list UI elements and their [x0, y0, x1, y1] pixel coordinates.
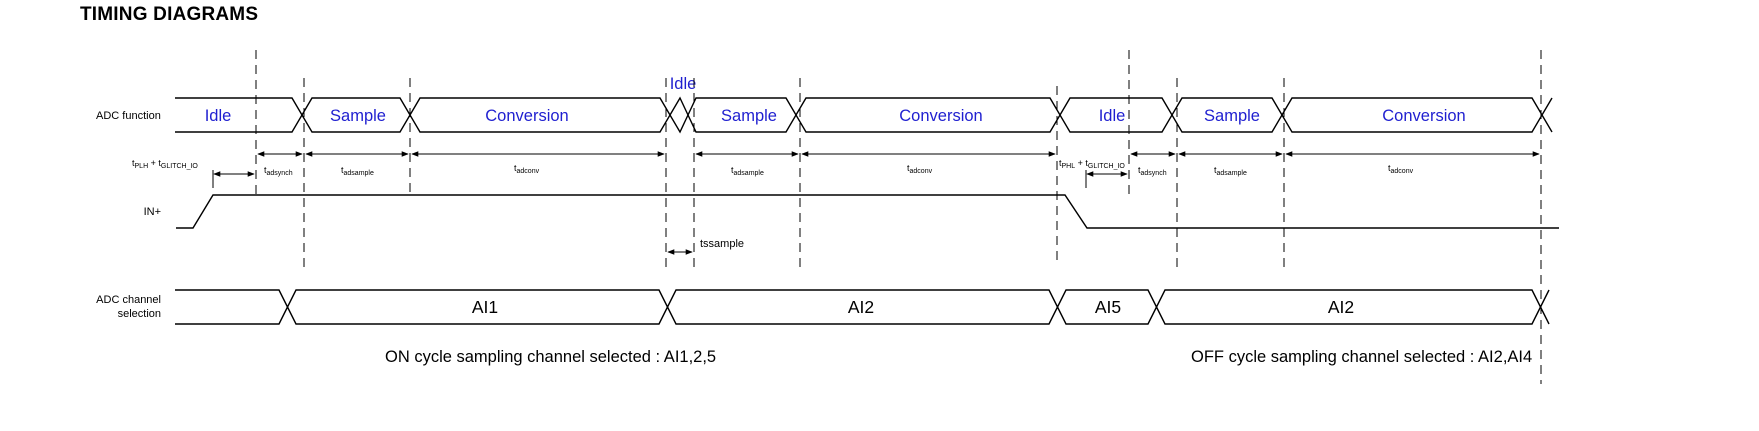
row-label-in-plus: IN+ — [144, 206, 161, 218]
adc-function-bus — [175, 96, 1553, 134]
timing-arrows — [212, 151, 1540, 255]
row-label-adc-channel-2: selection — [118, 308, 161, 320]
label-tplh-glitch: tPLH + tGLITCH_IO — [132, 158, 198, 170]
adc-state-conversion-1: Conversion — [485, 107, 568, 125]
footnote-on-cycle: ON cycle sampling channel selected : AI1… — [385, 348, 716, 366]
channel-ai2-1: AI2 — [848, 297, 874, 317]
label-tadconv-3: tadconv — [1388, 163, 1414, 175]
label-tadconv-2: tadconv — [907, 163, 933, 175]
channel-ai1: AI1 — [472, 297, 498, 317]
adc-state-idle-3: Idle — [1099, 107, 1126, 125]
adc-state-conversion-3: Conversion — [1382, 107, 1465, 125]
channel-ai2-2: AI2 — [1328, 297, 1354, 317]
adc-channel-bus — [175, 289, 1550, 325]
row-label-adc-function: ADC function — [96, 110, 161, 122]
label-tadsample-2: tadsample — [731, 165, 764, 177]
adc-state-idle-2: Idle — [670, 75, 697, 93]
row-label-adc-channel-1: ADC channel — [96, 294, 161, 306]
in-plus-waveform — [176, 194, 1559, 229]
channel-ai5: AI5 — [1095, 297, 1121, 317]
label-tadsynch-1: tadsynch — [264, 165, 293, 177]
dashed-guides — [255, 50, 1542, 384]
adc-state-idle-1: Idle — [205, 107, 232, 125]
footnote-off-cycle: OFF cycle sampling channel selected : AI… — [1191, 348, 1532, 366]
adc-state-sample-2: Sample — [721, 107, 777, 125]
label-tadconv-1: tadconv — [514, 163, 540, 175]
label-tadsample-3: tadsample — [1214, 165, 1247, 177]
label-tadsample-1: tadsample — [341, 165, 374, 177]
label-tadsynch-2: tadsynch — [1138, 165, 1167, 177]
adc-state-sample-3: Sample — [1204, 107, 1260, 125]
adc-state-sample-1: Sample — [330, 107, 386, 125]
label-tphl-glitch: tPHL + tGLITCH_IO — [1059, 158, 1125, 170]
label-tssample: tssample — [700, 238, 744, 250]
page-title: TIMING DIAGRAMS — [80, 4, 259, 25]
adc-state-conversion-2: Conversion — [899, 107, 982, 125]
